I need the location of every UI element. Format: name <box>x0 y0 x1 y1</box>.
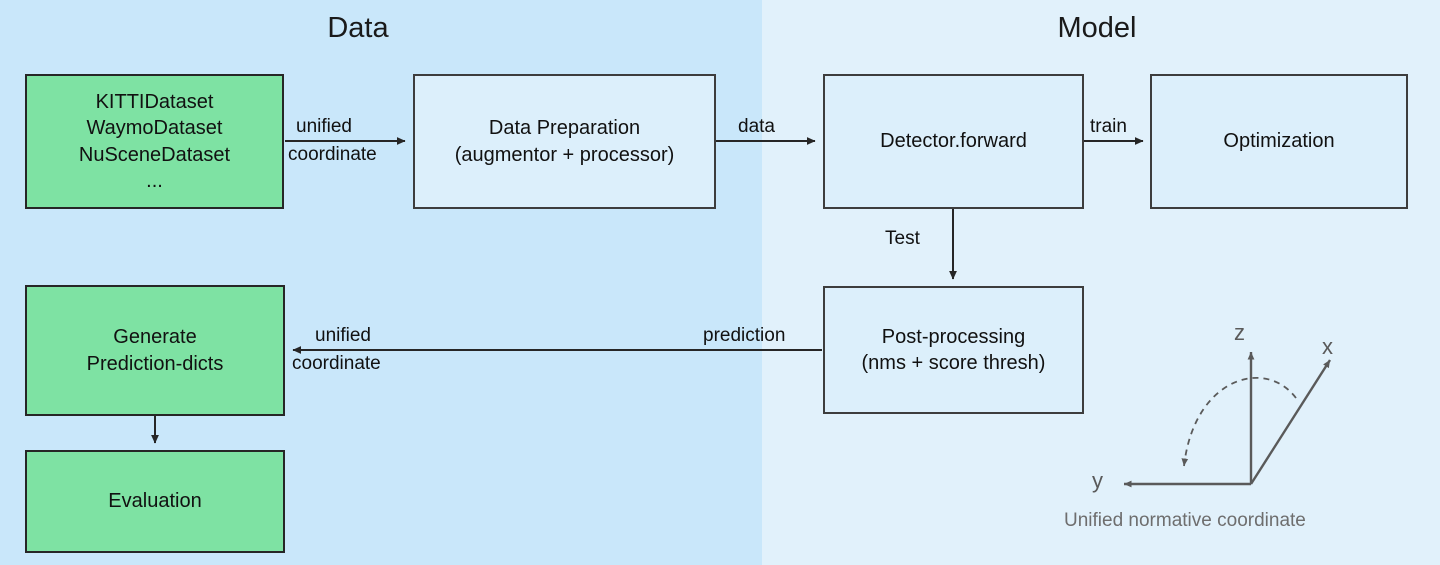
axis-label-x: x <box>1322 334 1333 359</box>
node-generate-prediction-dicts[interactable]: Generate Prediction-dicts <box>25 285 285 416</box>
rotation-arc <box>1181 376 1297 467</box>
coordinate-frame-caption: Unified normative coordinate <box>1064 510 1306 531</box>
node-datasets-line-3: NuSceneDataset <box>78 143 231 166</box>
node-post-processing[interactable]: Post-processing (nms + score thresh) <box>823 286 1084 414</box>
node-optimization-line-1: Optimization <box>1223 130 1335 153</box>
node-evaluation-line-1: Evaluation <box>108 490 202 513</box>
node-datasets-line-4: ... <box>146 169 163 192</box>
node-datasets-line-2: WaymoDataset <box>86 117 223 140</box>
node-generate-line-2: Prediction-dicts <box>86 352 224 375</box>
section-title-model: Model <box>1057 12 1137 44</box>
node-detector-forward[interactable]: Detector.forward <box>823 74 1084 209</box>
axis-x-line <box>1249 359 1332 485</box>
node-generate-line-1: Generate <box>113 326 197 349</box>
node-datasets[interactable]: KITTIDataset WaymoDataset NuSceneDataset… <box>25 74 284 209</box>
node-datasets-line-1: KITTIDataset <box>95 90 214 113</box>
edge-label-coordinate-2: coordinate <box>292 353 381 374</box>
node-optimization[interactable]: Optimization <box>1150 74 1408 209</box>
node-data-preparation-line-2: (augmentor + processor) <box>454 143 675 166</box>
edge-label-test: Test <box>885 228 920 249</box>
node-post-processing-line-1: Post-processing <box>881 325 1026 348</box>
node-evaluation[interactable]: Evaluation <box>25 450 285 553</box>
edge-label-unified: unified <box>296 116 352 137</box>
edge-label-coordinate: coordinate <box>288 144 377 165</box>
edge-label-prediction: prediction <box>703 325 786 346</box>
axis-label-y: y <box>1092 468 1103 493</box>
axis-label-z: z <box>1234 320 1245 345</box>
node-data-preparation[interactable]: Data Preparation (augmentor + processor) <box>413 74 716 209</box>
coordinate-frame-axes <box>1123 351 1332 488</box>
node-detector-forward-line-1: Detector.forward <box>880 130 1027 153</box>
edge-label-train: train <box>1090 116 1127 137</box>
edge-label-unified-2: unified <box>315 325 371 346</box>
edge-label-data: data <box>738 116 775 137</box>
node-data-preparation-line-1: Data Preparation <box>488 117 641 140</box>
section-title-data: Data <box>327 12 389 44</box>
node-post-processing-line-2: (nms + score thresh) <box>861 352 1046 374</box>
